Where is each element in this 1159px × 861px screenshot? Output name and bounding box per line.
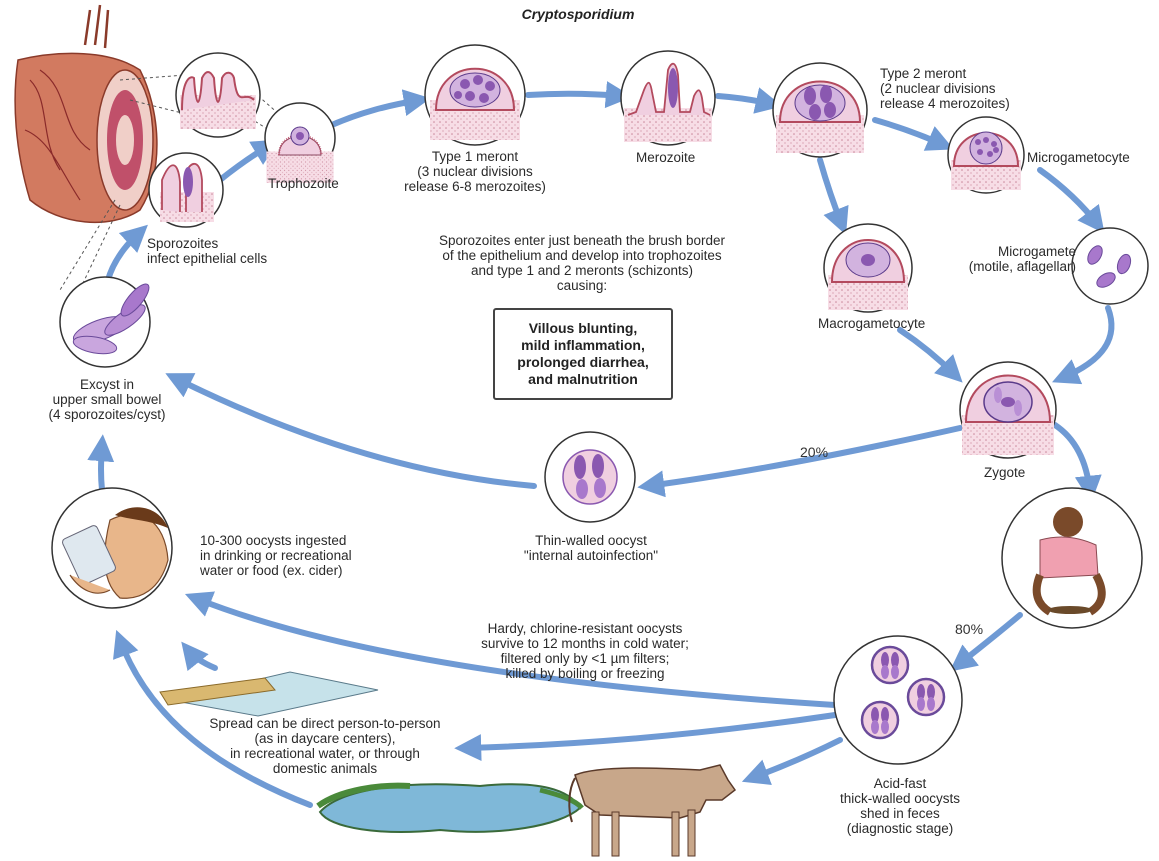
symptom-line: and malnutrition [495,371,671,388]
label-line: thick-walled oocysts [830,791,970,806]
child-feces-circle [1002,488,1142,628]
label-trophozoite: Trophozoite [268,176,339,191]
label-line: (as in daycare centers), [190,731,460,746]
label-hardy-oocysts: Hardy, chlorine-resistant oocysts surviv… [445,621,725,681]
label-line: (3 nuclear divisions [390,164,560,179]
diagram-title: Cryptosporidium [478,6,678,22]
label-line: Type 1 meront [390,149,560,164]
label-sporozoites: Sporozoites infect epithelial cells [147,236,267,266]
label-line: in recreational water, or through [190,746,460,761]
percent-20-label: 20% [800,444,828,460]
cow-illustration [569,765,735,856]
label-line: Thin-walled oocyst [506,533,676,548]
label-line: Spread can be direct person-to-person [190,716,460,731]
sporozoite-infect-circle [149,153,223,227]
label-merozoite: Merozoite [636,150,695,165]
zygote-circle [960,362,1056,458]
symptom-line: mild inflammation, [495,337,671,354]
arrow-macrogametocyte-to-zygote [900,330,955,375]
microgamete-circle [1072,228,1148,304]
label-line: filtered only by <1 µm filters; [445,651,725,666]
pond-illustration [318,784,582,832]
merozoite-circle [621,51,715,145]
label-line: "internal autoinfection" [506,548,676,563]
label-line: Sporozoites [147,236,267,251]
villi-closeup-circle [176,53,260,137]
label-microgamete: Microgamete (motile, aflagellar) [952,244,1076,274]
description-line: Sporozoites enter just beneath the brush… [392,233,772,248]
description-line: causing: [392,278,772,293]
arrow-microgametocyte-to-microgamete [1040,170,1098,225]
label-line: killed by boiling or freezing [445,666,725,681]
label-line: release 6-8 merozoites) [390,179,560,194]
label-line: shed in feces [830,806,970,821]
label-spread: Spread can be direct person-to-person (a… [190,716,460,776]
label-type1-meront: Type 1 meront (3 nuclear divisions relea… [390,149,560,194]
excyst-circle [60,277,153,367]
arrow-type1-to-merozoite [528,94,622,96]
description-line: of the epithelium and develop into troph… [392,248,772,263]
trophozoite-circle [265,103,335,183]
label-line: water or food (ex. cider) [200,563,352,578]
label-type2-meront: Type 2 meront (2 nuclear divisions relea… [880,66,1010,111]
label-line: upper small bowel [22,392,192,407]
arrow-zygote-to-feces [1055,425,1090,492]
arrow-oocysts-to-cow [752,740,840,778]
percent-80-label: 80% [955,621,983,637]
label-thick-walled-oocysts: Acid-fast thick-walled oocysts shed in f… [830,776,970,836]
thick-walled-oocysts-circle [834,636,962,764]
label-line: Hardy, chlorine-resistant oocysts [445,621,725,636]
arrow-thin-walled-to-excyst [175,378,534,486]
arrow-type2-to-macrogametocyte [820,160,842,225]
label-line: Type 2 meront [880,66,1010,81]
arrow-oocysts-to-spread [465,715,835,748]
person-drinking-circle [52,488,172,608]
label-microgametocyte: Microgametocyte [1027,150,1130,165]
label-macrogametocyte: Macrogametocyte [818,316,925,331]
arrow-excyst-to-sporozoites [108,232,140,280]
symptom-line: prolonged diarrhea, [495,354,671,371]
arrow-trophozoite-to-type1 [325,100,420,128]
description-line: and type 1 and 2 meronts (schizonts) [392,263,772,278]
macrogametocyte-circle [824,224,912,312]
label-line: survive to 12 months in cold water; [445,636,725,651]
label-zygote: Zygote [984,465,1025,480]
symptom-line: Villous blunting, [495,320,671,337]
label-line: (4 sporozoites/cyst) [22,407,192,422]
type2-meront-circle [773,63,867,157]
microgametocyte-circle [948,117,1024,193]
label-line: (2 nuclear divisions [880,81,1010,96]
arrow-ingestion-to-excyst [101,445,102,490]
label-line: domestic animals [190,761,460,776]
label-line: in drinking or recreational [200,548,352,563]
label-line: Acid-fast [830,776,970,791]
arrow-type2-to-microgametocyte [875,120,944,145]
label-line: Microgamete [952,244,1076,259]
arrow-sporozoites-to-trophozoite [220,145,270,180]
center-description: Sporozoites enter just beneath the brush… [392,233,772,293]
label-line: (motile, aflagellar) [952,259,1076,274]
arrow-microgamete-to-zygote [1062,308,1111,378]
arrow-merozoite-to-type2 [718,96,772,104]
label-oocysts-ingested: 10-300 oocysts ingested in drinking or r… [200,533,352,578]
label-line: 10-300 oocysts ingested [200,533,352,548]
label-line: infect epithelial cells [147,251,267,266]
label-line: (diagnostic stage) [830,821,970,836]
label-excyst: Excyst in upper small bowel (4 sporozoit… [22,377,192,422]
label-line: release 4 merozoites) [880,96,1010,111]
type1-meront-circle [425,45,525,145]
label-thin-walled-oocyst: Thin-walled oocyst "internal autoinfecti… [506,533,676,563]
thin-walled-oocyst-circle [545,432,635,522]
symptoms-box: Villous blunting, mild inflammation, pro… [493,308,673,400]
label-line: Excyst in [22,377,192,392]
arrow-pool-to-ingestion [188,650,215,668]
swimming-pool-illustration [160,672,378,716]
